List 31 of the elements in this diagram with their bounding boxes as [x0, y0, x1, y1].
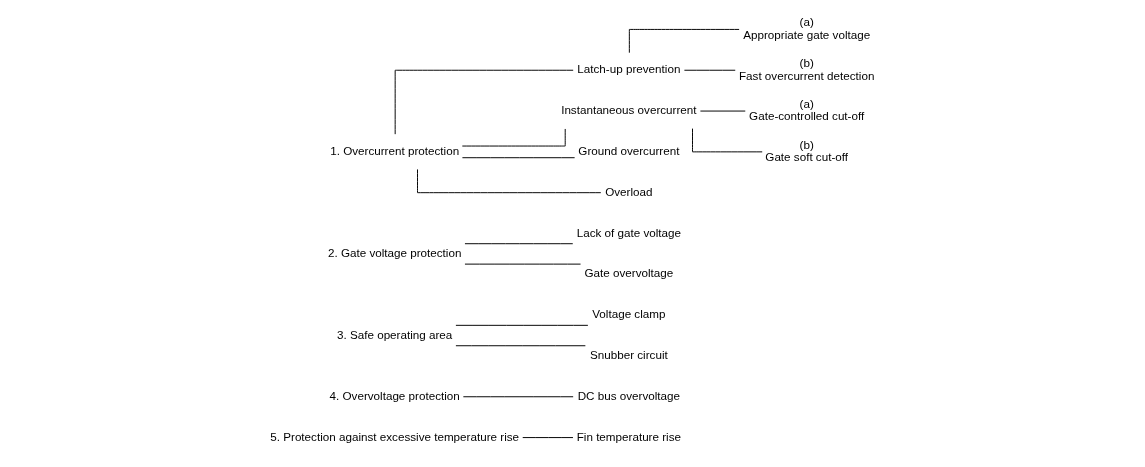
- connector: [455, 345, 586, 347]
- node-text: DC bus overvoltage: [577, 388, 681, 402]
- connector: [628, 28, 740, 54]
- connector: [464, 243, 574, 245]
- connector: [692, 128, 763, 153]
- node-text: Fin temperature rise: [576, 429, 682, 443]
- node-text: Snubber circuit: [589, 347, 668, 361]
- node-text: Lack of gate voltage: [576, 225, 682, 239]
- node-text: Gate overvoltage: [584, 266, 674, 280]
- connector: [461, 128, 566, 147]
- node-text: Voltage clamp: [592, 307, 666, 321]
- node-text: 2. Gate voltage protection: [327, 245, 462, 259]
- connector: [461, 157, 576, 159]
- connector: [455, 324, 589, 326]
- node-text: Ground overcurrent: [578, 143, 680, 157]
- connector: [417, 168, 602, 194]
- connector: [522, 437, 574, 439]
- node-text: 1. Overcurrent protection: [330, 143, 460, 157]
- node-text: Latch-up prevention: [577, 62, 681, 76]
- connector: [683, 69, 736, 71]
- connector: [462, 396, 574, 398]
- node-text: Overload: [605, 184, 653, 198]
- node-text: (b) Fast overcurrent detection: [738, 55, 875, 82]
- node-text: (a) Gate-controlled cut-off: [749, 96, 865, 123]
- node-text: 5. Protection against excessive temperature rise: [270, 429, 520, 443]
- node-text: Instantaneous overcurrent: [561, 103, 697, 117]
- node-text: 3. Safe operating area: [336, 327, 453, 341]
- node-text: (a) Appropriate gate voltage: [743, 15, 871, 41]
- connector: [394, 69, 574, 135]
- node-text: 4. Overvoltage protection: [329, 388, 460, 402]
- node-text: (b) Gate soft cut-off: [765, 137, 849, 164]
